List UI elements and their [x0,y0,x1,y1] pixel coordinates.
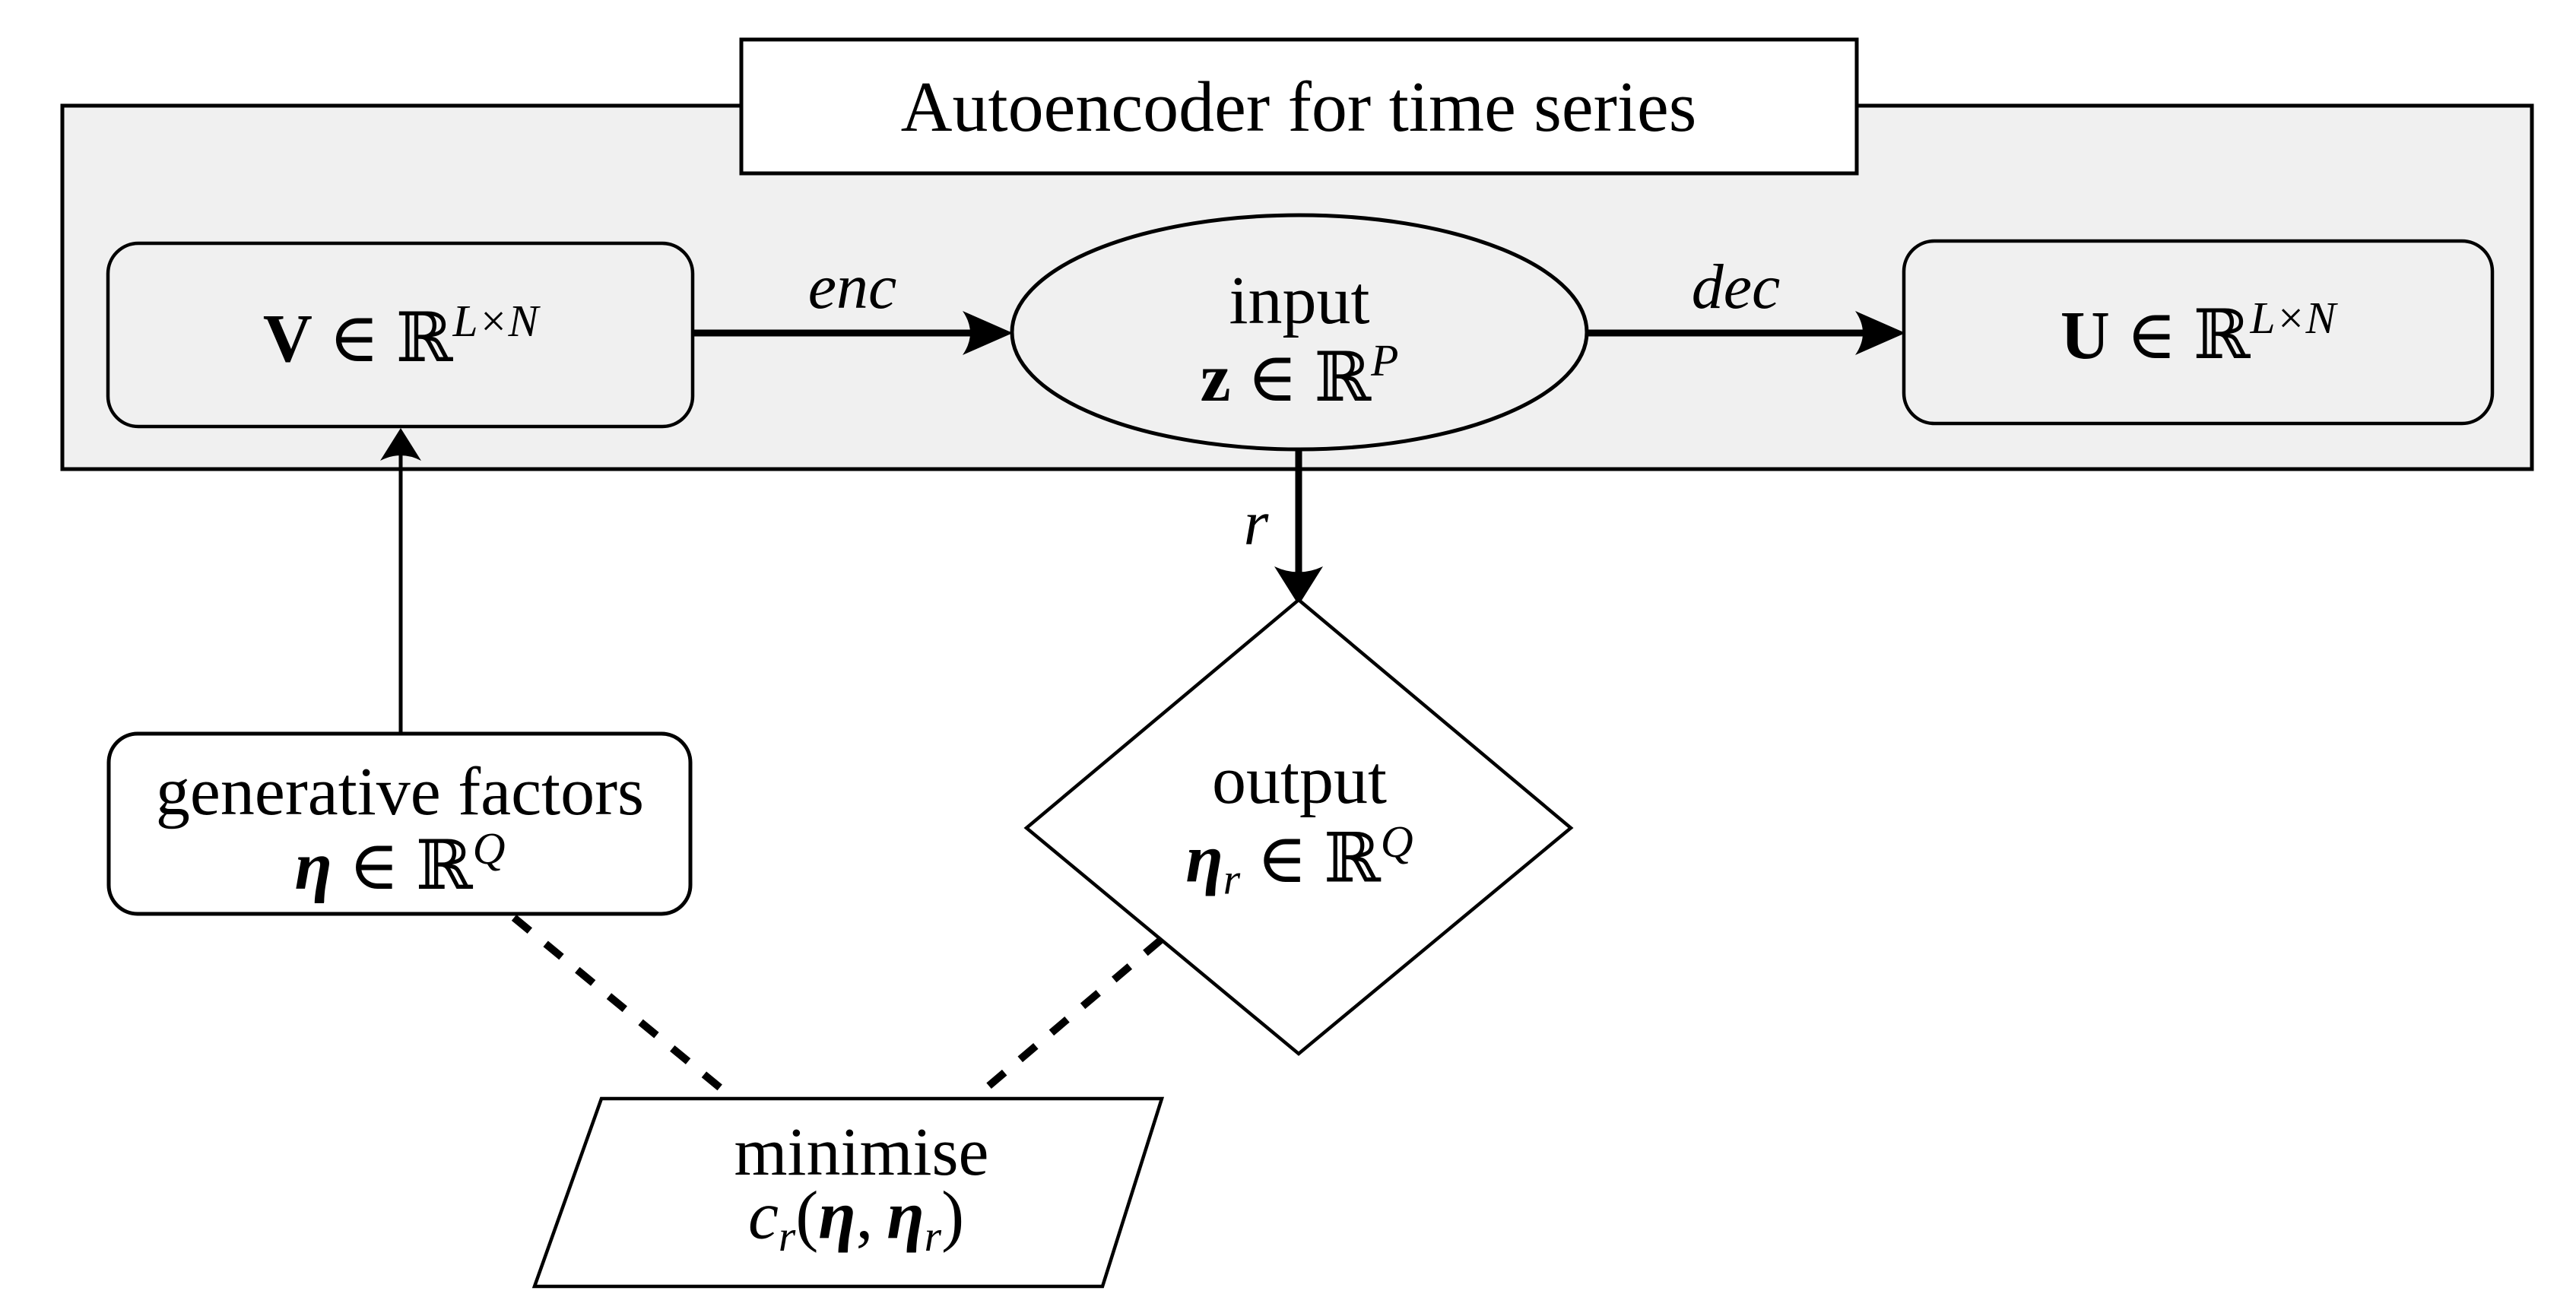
r-edge-label: r [1243,488,1269,559]
eta-argument: η [818,1178,856,1254]
output-to-minimise-dashed-line [972,937,1164,1101]
generative-dimension-superscript: Q [472,823,506,874]
v-dimension-superscript: L×N [452,296,539,347]
generative-to-minimise-dashed-line [511,915,734,1100]
output-node-title: output [1211,743,1388,818]
u-symbol: U [2060,297,2110,373]
cost-function-subscript: r [778,1212,796,1261]
minimise-cost-formula: cr(η, ηr) [748,1181,964,1261]
real-set-symbol: ℝ [1314,337,1372,417]
output-formula: ηr ∈ℝQ [1185,816,1413,904]
r-arrowhead-icon [1274,566,1323,605]
title-box [739,37,1859,176]
open-paren: ( [795,1178,819,1254]
eta-symbol: η [294,828,332,904]
v-symbol: V [262,300,312,376]
real-set-symbol: ℝ [415,825,473,905]
enc-arrowhead-icon [963,311,1013,355]
z-symbol: z [1200,340,1231,416]
real-set-symbol: ℝ [395,297,453,378]
v-matrix-formula: V∈ℝL×N [262,296,539,376]
u-dimension-superscript: L×N [2250,293,2336,344]
u-matrix-node [1902,239,2495,426]
dec-edge-label: dec [1691,252,1781,322]
element-of-symbol: ∈ [348,828,400,904]
element-of-symbol: ∈ [1247,340,1298,416]
diagram-title: Autoencoder for time series [900,68,1697,147]
eta-r-subscript: r [1223,855,1241,904]
latent-formula: z∈ℝP [1201,338,1399,413]
generative-factors-title: generative factors [155,754,645,829]
comma-separator: , [855,1178,874,1254]
generative-factors-formula: η∈ℝQ [295,826,506,901]
generative-factors-node [106,731,693,916]
minimise-title: minimise [734,1115,989,1190]
output-dimension-superscript: Q [1380,816,1413,867]
minimise-parallelogram [531,1096,1165,1289]
u-matrix-formula: U∈ℝL×N [2060,293,2336,373]
element-of-symbol: ∈ [1256,821,1308,897]
generative-to-v-arrowhead-icon [380,428,421,461]
enc-edge-label: enc [807,252,897,322]
real-set-symbol: ℝ [1323,818,1381,899]
eta-r-argument: η [887,1178,925,1254]
real-set-symbol: ℝ [2193,294,2251,375]
eta-r-argument-subscript: r [924,1212,942,1261]
output-diamond [1023,598,1574,1056]
latent-dimension-superscript: P [1371,335,1399,386]
latent-node-title: input [1229,263,1370,338]
cost-function-symbol: c [747,1178,779,1254]
dec-arrowhead-icon [1855,311,1905,355]
element-of-symbol: ∈ [2126,297,2178,373]
eta-r-symbol: η [1185,821,1223,897]
element-of-symbol: ∈ [328,300,380,376]
close-paren: ) [941,1178,965,1254]
